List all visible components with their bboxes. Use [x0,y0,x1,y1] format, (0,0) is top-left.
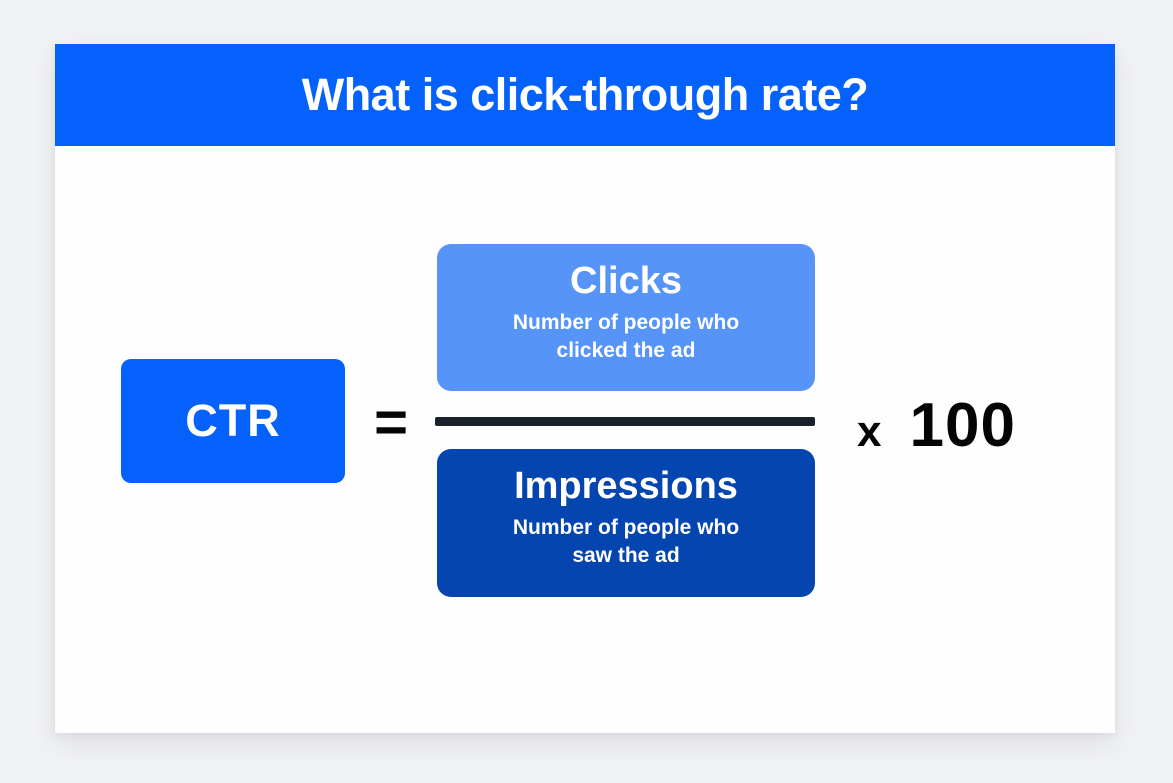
numerator-title: Clicks [570,260,682,302]
numerator-box: Clicks Number of people who clicked the … [437,244,815,391]
page-title: What is click-through rate? [301,69,869,120]
infographic-card: What is click-through rate? CTR = Clicks… [55,44,1115,733]
numerator-description: Number of people who clicked the ad [512,310,740,363]
multiply-sign: x [857,407,882,456]
denominator-title: Impressions [514,465,738,507]
equals-sign: = [374,389,408,455]
multiplier-group: x 100 [857,390,1016,461]
ctr-label: CTR [185,395,281,446]
denominator-description: Number of people who saw the ad [512,515,740,568]
header-bar: What is click-through rate? [55,44,1115,146]
ctr-result-box: CTR [121,359,345,483]
formula-area: CTR = Clicks Number of people who clicke… [55,146,1115,733]
fraction-bar [435,417,815,426]
denominator-box: Impressions Number of people who saw the… [437,449,815,597]
multiplier-value: 100 [909,391,1016,460]
